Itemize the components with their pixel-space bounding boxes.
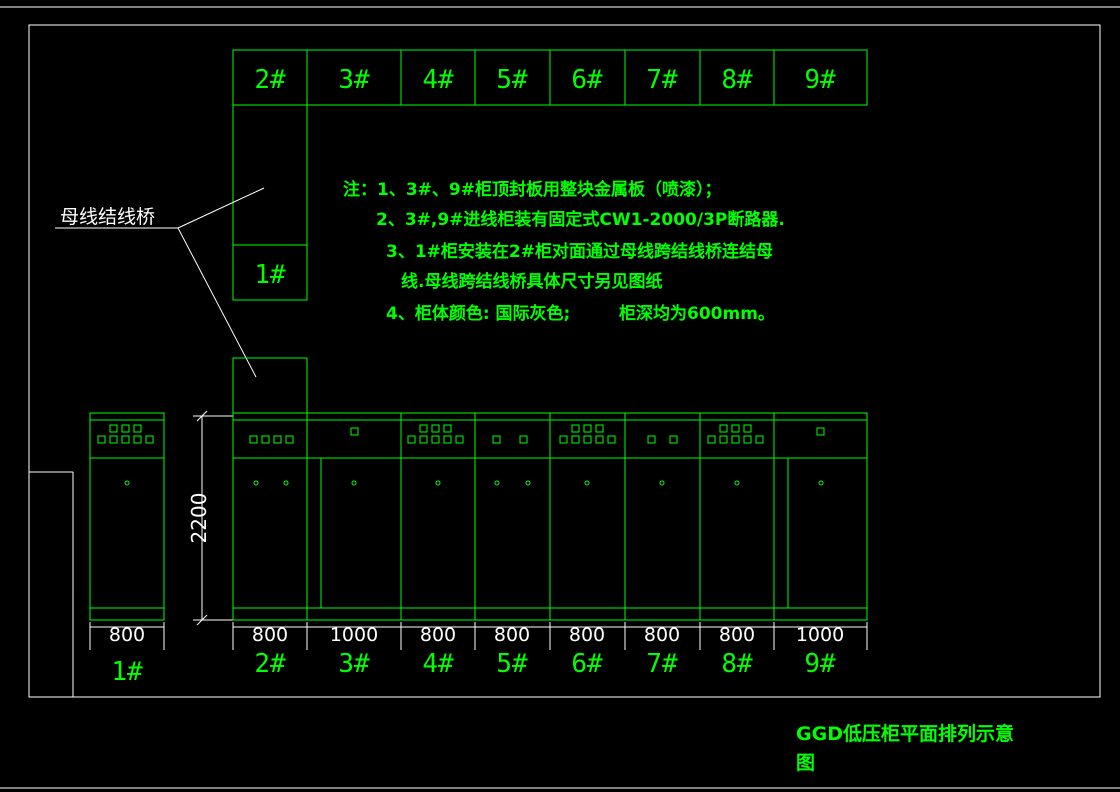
cabinet-label-7: 7# (646, 649, 678, 679)
plan-label-6: 6# (571, 65, 603, 95)
bus-bridge-box (232, 357, 308, 414)
width-label-1: 800 (109, 624, 145, 646)
plan-view: 2# 3# 4# 5# 6# 7# 8# 9# 1# (232, 49, 868, 301)
cabinet-label-8: 8# (721, 649, 753, 679)
cabinet-row (232, 412, 868, 621)
bus-bridge-label: 母线结线桥 (60, 206, 155, 228)
cabinet-label-2: 2# (254, 649, 286, 679)
drawing-title: GGD低压柜平面排列示意 图 (796, 722, 1014, 774)
width-label-4: 800 (420, 624, 456, 646)
cabinet-label-6: 6# (571, 649, 603, 679)
plan-label-8: 8# (721, 65, 753, 95)
width-label-5: 800 (494, 624, 530, 646)
bus-bridge-leader: 母线结线桥 (55, 187, 265, 378)
title-line-2: 图 (796, 752, 815, 774)
plan-label-9: 9# (804, 65, 836, 95)
note-line-2: 2、3#,9#进线柜装有固定式CW1-2000/3P断路器. (376, 209, 785, 230)
note-line-4: 线.母线跨结线桥具体尺寸另见图纸 (401, 271, 662, 292)
plan-label-7: 7# (646, 65, 678, 95)
width-label-6: 800 (569, 624, 605, 646)
drawing-frame (0, 6, 1120, 789)
width-label-3: 1000 (330, 624, 378, 646)
cabinet-label-3: 3# (338, 649, 370, 679)
cabinet-label-9: 9# (804, 649, 836, 679)
height-label: 2200 (187, 493, 211, 544)
plan-label-2: 2# (254, 65, 286, 95)
cabinet-label-1: 1# (111, 657, 143, 687)
note-line-3: 3、1#柜安装在2#柜对面通过母线跨结线桥连结母 (386, 241, 773, 262)
width-label-8: 800 (719, 624, 755, 646)
plan-label-5: 5# (496, 65, 528, 95)
cabinet-label-4: 4# (422, 649, 454, 679)
width-label-7: 800 (644, 624, 680, 646)
cabinet-labels: 1# 2# 3# 4# 5# 6# 7# 8# 9# (111, 649, 836, 687)
height-dimension: 2200 (187, 410, 233, 626)
plan-label-3: 3# (338, 65, 370, 95)
width-dimensions (89, 622, 868, 650)
plan-label-4: 4# (422, 65, 454, 95)
width-labels: 800 800 1000 800 800 800 800 800 1000 (109, 624, 844, 646)
plan-label-1: 1# (254, 260, 286, 290)
notes-block: 注：1、3#、9#柜顶封板用整块金属板（喷漆）； 2、3#,9#进线柜装有固定式… (343, 179, 785, 324)
cabinet-label-5: 5# (496, 649, 528, 679)
title-line-1: GGD低压柜平面排列示意 (796, 722, 1014, 745)
cabinet-1 (89, 412, 165, 621)
note-line-6: 柜深均为600mm。 (619, 303, 775, 324)
width-label-2: 800 (252, 624, 288, 646)
note-line-5: 4、柜体颜色: 国际灰色; (386, 303, 570, 324)
note-line-1: 注：1、3#、9#柜顶封板用整块金属板（喷漆）； (343, 179, 721, 200)
width-label-9: 1000 (796, 624, 844, 646)
